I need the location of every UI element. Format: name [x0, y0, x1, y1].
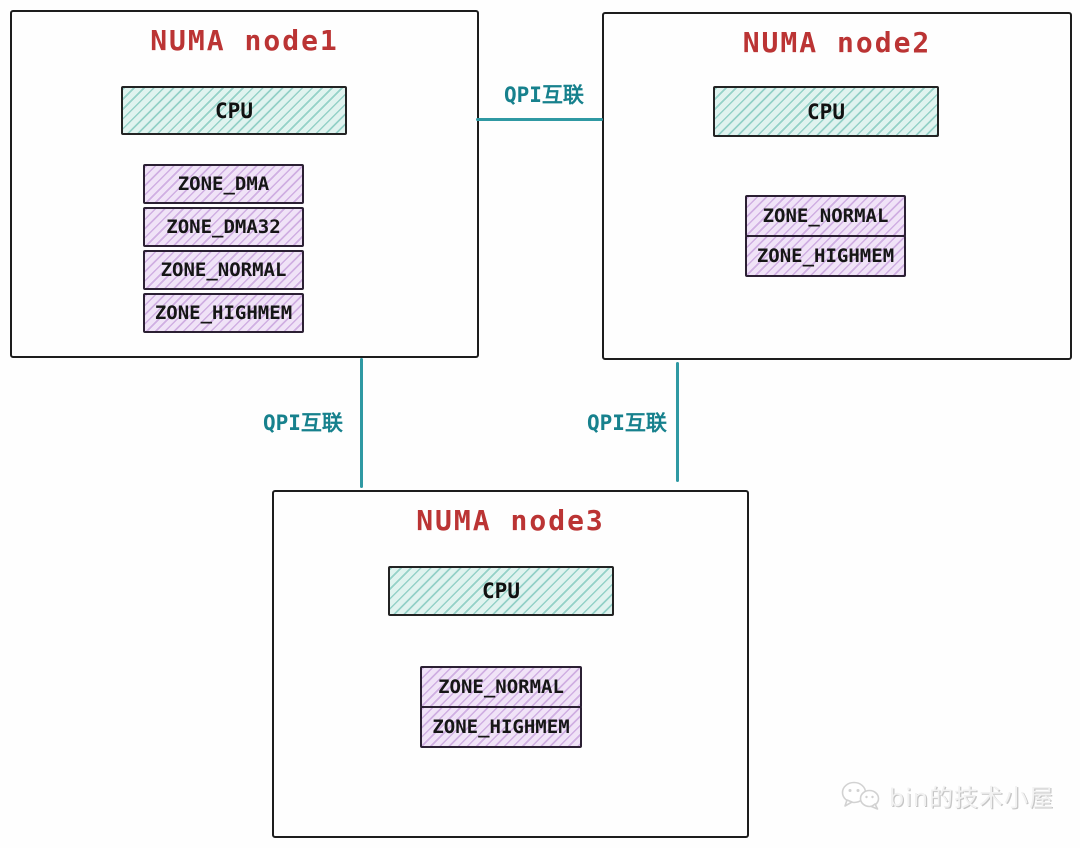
numa-node1-box: NUMA node1 CPU ZONE_DMA ZONE_DMA32 ZONE_…: [10, 10, 479, 358]
zone-label: ZONE_NORMAL: [762, 205, 889, 227]
zone-label: ZONE_HIGHMEM: [432, 715, 570, 738]
numa-node2-box: NUMA node2 CPU ZONE_NORMAL ZONE_HIGHMEM: [602, 12, 1072, 360]
zone-box: ZONE_DMA: [143, 164, 304, 204]
qpi-label-top: QPI互联: [504, 83, 584, 107]
zone-box: ZONE_DMA32: [143, 207, 304, 247]
numa-node3-cpu-box: CPU: [388, 566, 614, 616]
wechat-icon: [840, 780, 882, 812]
qpi-link-node2-node3: [676, 362, 679, 482]
zone-box: ZONE_HIGHMEM: [745, 234, 906, 277]
watermark-text: bin的技术小屋: [888, 784, 1054, 812]
cpu-label: CPU: [482, 579, 520, 603]
cpu-label: CPU: [807, 99, 845, 124]
qpi-link-node1-node3: [360, 358, 363, 488]
zone-box: ZONE_HIGHMEM: [143, 293, 304, 333]
watermark: bin的技术小屋: [840, 778, 1054, 813]
zone-box: ZONE_NORMAL: [143, 250, 304, 290]
numa-node2-title: NUMA node2: [742, 26, 932, 59]
zone-label: ZONE_DMA32: [166, 216, 281, 238]
qpi-link-node1-node2: [476, 118, 603, 121]
numa-node3-zone-stack: ZONE_NORMAL ZONE_HIGHMEM: [420, 666, 582, 748]
zone-box: ZONE_NORMAL: [745, 195, 906, 237]
zone-box: ZONE_HIGHMEM: [420, 705, 582, 748]
qpi-label-right: QPI互联: [587, 411, 667, 435]
zone-label: ZONE_HIGHMEM: [154, 302, 293, 324]
numa-node2-zone-stack: ZONE_NORMAL ZONE_HIGHMEM: [745, 195, 906, 277]
numa-node2-cpu-box: CPU: [713, 86, 939, 137]
zone-label: ZONE_NORMAL: [160, 259, 287, 281]
numa-node3-title: NUMA node3: [416, 504, 605, 537]
numa-node1-zone-stack: ZONE_DMA ZONE_DMA32 ZONE_NORMAL ZONE_HIG…: [143, 164, 304, 333]
cpu-label: CPU: [215, 98, 253, 123]
zone-box: ZONE_NORMAL: [420, 666, 582, 708]
numa-node1-title: NUMA node1: [150, 24, 339, 57]
numa-node1-cpu-box: CPU: [121, 86, 347, 135]
zone-label: ZONE_HIGHMEM: [756, 244, 895, 267]
zone-label: ZONE_DMA: [177, 173, 270, 195]
qpi-label-left: QPI互联: [263, 411, 343, 435]
numa-node3-box: NUMA node3 CPU ZONE_NORMAL ZONE_HIGHMEM: [272, 490, 749, 838]
zone-label: ZONE_NORMAL: [438, 676, 564, 698]
